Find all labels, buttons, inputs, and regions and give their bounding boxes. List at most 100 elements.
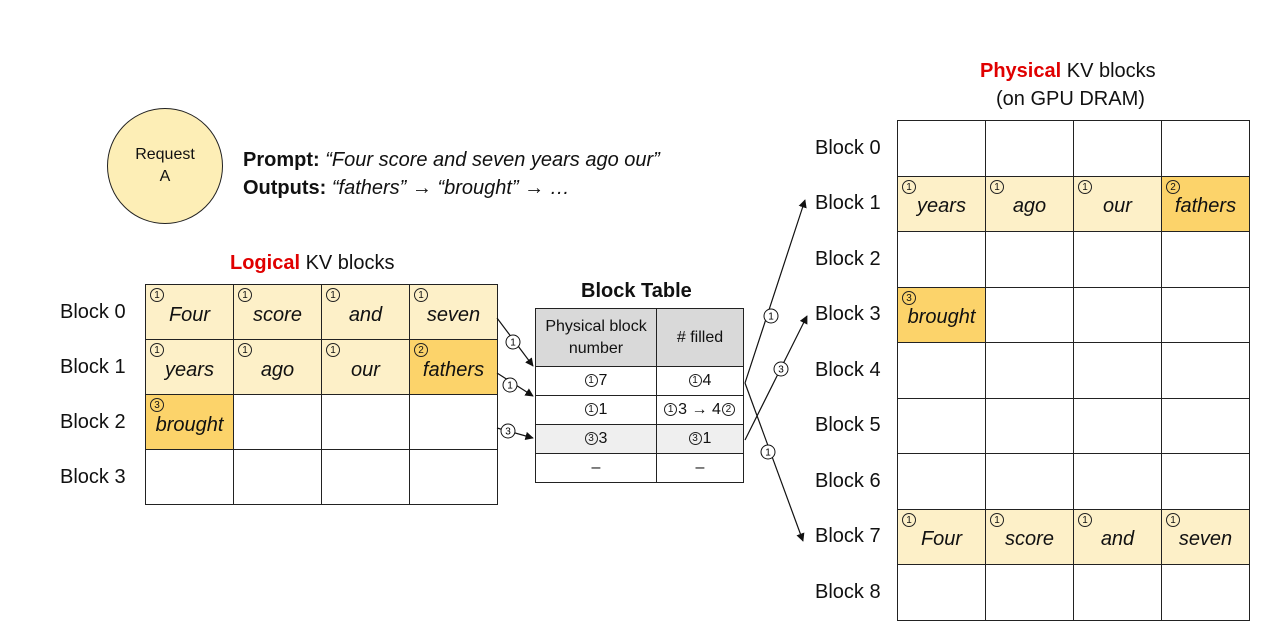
physical-cell: [1073, 286, 1162, 343]
step-badge-icon: 1: [1166, 512, 1180, 527]
physical-cell: [1073, 342, 1162, 399]
arrow-step-badge-icon: [773, 361, 789, 377]
arrow-step-badge-label: 1: [510, 338, 516, 349]
physical-cell-token: ago: [1012, 195, 1047, 218]
logical-cell-token: and: [348, 303, 383, 326]
step-badge-icon: 1: [150, 343, 164, 357]
physical-row: [897, 564, 1250, 621]
physical-row-label: Block 0: [815, 136, 881, 159]
block-table-header-physical: Physical block number: [535, 308, 657, 367]
step-badge-icon: 1: [326, 288, 340, 302]
block-table-physical-cell-value: 3: [598, 430, 608, 447]
physical-row-label: Block 4: [815, 358, 881, 381]
mapping-arrow: [744, 315, 808, 441]
physical-cell-token: and: [1100, 528, 1135, 551]
block-table-filled-cell-value: 1: [702, 430, 712, 447]
physical-title-red: Physical: [980, 60, 1062, 82]
physical-cell: [1161, 564, 1250, 621]
physical-title: Physical KV blocks: [980, 61, 1156, 81]
step-badge-icon: 1: [664, 403, 678, 416]
arrow-step-badge-label: 3: [505, 427, 511, 438]
logical-cell: [233, 449, 322, 505]
physical-row-label: Block 2: [815, 247, 881, 270]
block-table-title: Block Table: [581, 280, 692, 302]
step-badge-icon: 1: [326, 343, 340, 357]
physical-row-label: Block 7: [815, 525, 881, 548]
step-badge-icon: 1: [414, 288, 428, 302]
physical-row: [897, 397, 1250, 454]
physical-cell: [985, 453, 1074, 510]
physical-row: [897, 342, 1250, 399]
physical-cell: [1161, 286, 1250, 343]
logical-cell: [321, 449, 410, 505]
mapping-arrow: [744, 382, 805, 542]
physical-row-label: Block 8: [815, 580, 881, 603]
step-badge-icon: 1: [238, 343, 252, 357]
physical-cell: [985, 120, 1074, 177]
arrow-step-badge-label: 1: [507, 381, 513, 392]
request-label-line1: Request: [135, 146, 195, 163]
step-badge-icon: 1: [990, 512, 1004, 527]
logical-cell-token: our: [351, 358, 380, 381]
physical-cell: [897, 564, 986, 621]
logical-row-label: Block 2: [60, 410, 126, 433]
logical-cell-token: ago: [260, 358, 295, 381]
prompt-text: “Four score and seven years ago our”: [325, 149, 660, 171]
logical-cell-token: score: [253, 303, 302, 326]
physical-cell-token: Four: [920, 528, 963, 551]
step-badge-icon: 1: [238, 288, 252, 302]
logical-cell-token: Four: [168, 303, 211, 326]
arrow-step-badge-label: 1: [768, 312, 774, 323]
logical-cell: 1 ago: [233, 339, 322, 395]
step-badge-icon: 1: [902, 179, 916, 194]
logical-cell: [321, 394, 410, 450]
arrow-step-badge-icon: [763, 308, 779, 324]
physical-row: [897, 231, 1250, 288]
physical-cell: [897, 397, 986, 454]
outputs-label: Outputs:: [243, 177, 327, 199]
physical-cell: [1073, 231, 1162, 288]
prompt-description: Prompt: “Four score and seven years ago …: [243, 146, 660, 202]
mapping-arrow: [744, 199, 807, 384]
physical-cell-token: years: [917, 195, 966, 218]
arrow-step-badge-icon: [505, 334, 521, 350]
step-badge-icon: 3: [902, 290, 916, 305]
step-badge-icon: 1: [584, 374, 598, 387]
step-badge-icon: 1: [584, 403, 598, 416]
step-badge-icon: 1: [688, 374, 702, 387]
physical-cell: [1161, 231, 1250, 288]
block-table-physical-cell-value: 1: [598, 401, 608, 418]
step-badge-icon: 3: [688, 432, 702, 445]
physical-cell: [985, 564, 1074, 621]
physical-cell-token: brought: [907, 306, 976, 329]
request-label-line2: A: [159, 168, 171, 185]
step-badge-icon: 3: [584, 432, 598, 445]
logical-cell-token: fathers: [422, 358, 485, 381]
step-badge-icon: 3: [150, 398, 164, 412]
block-table-filled-cell-value: –: [695, 459, 705, 476]
arrow-step-badge-label: 3: [778, 365, 784, 376]
